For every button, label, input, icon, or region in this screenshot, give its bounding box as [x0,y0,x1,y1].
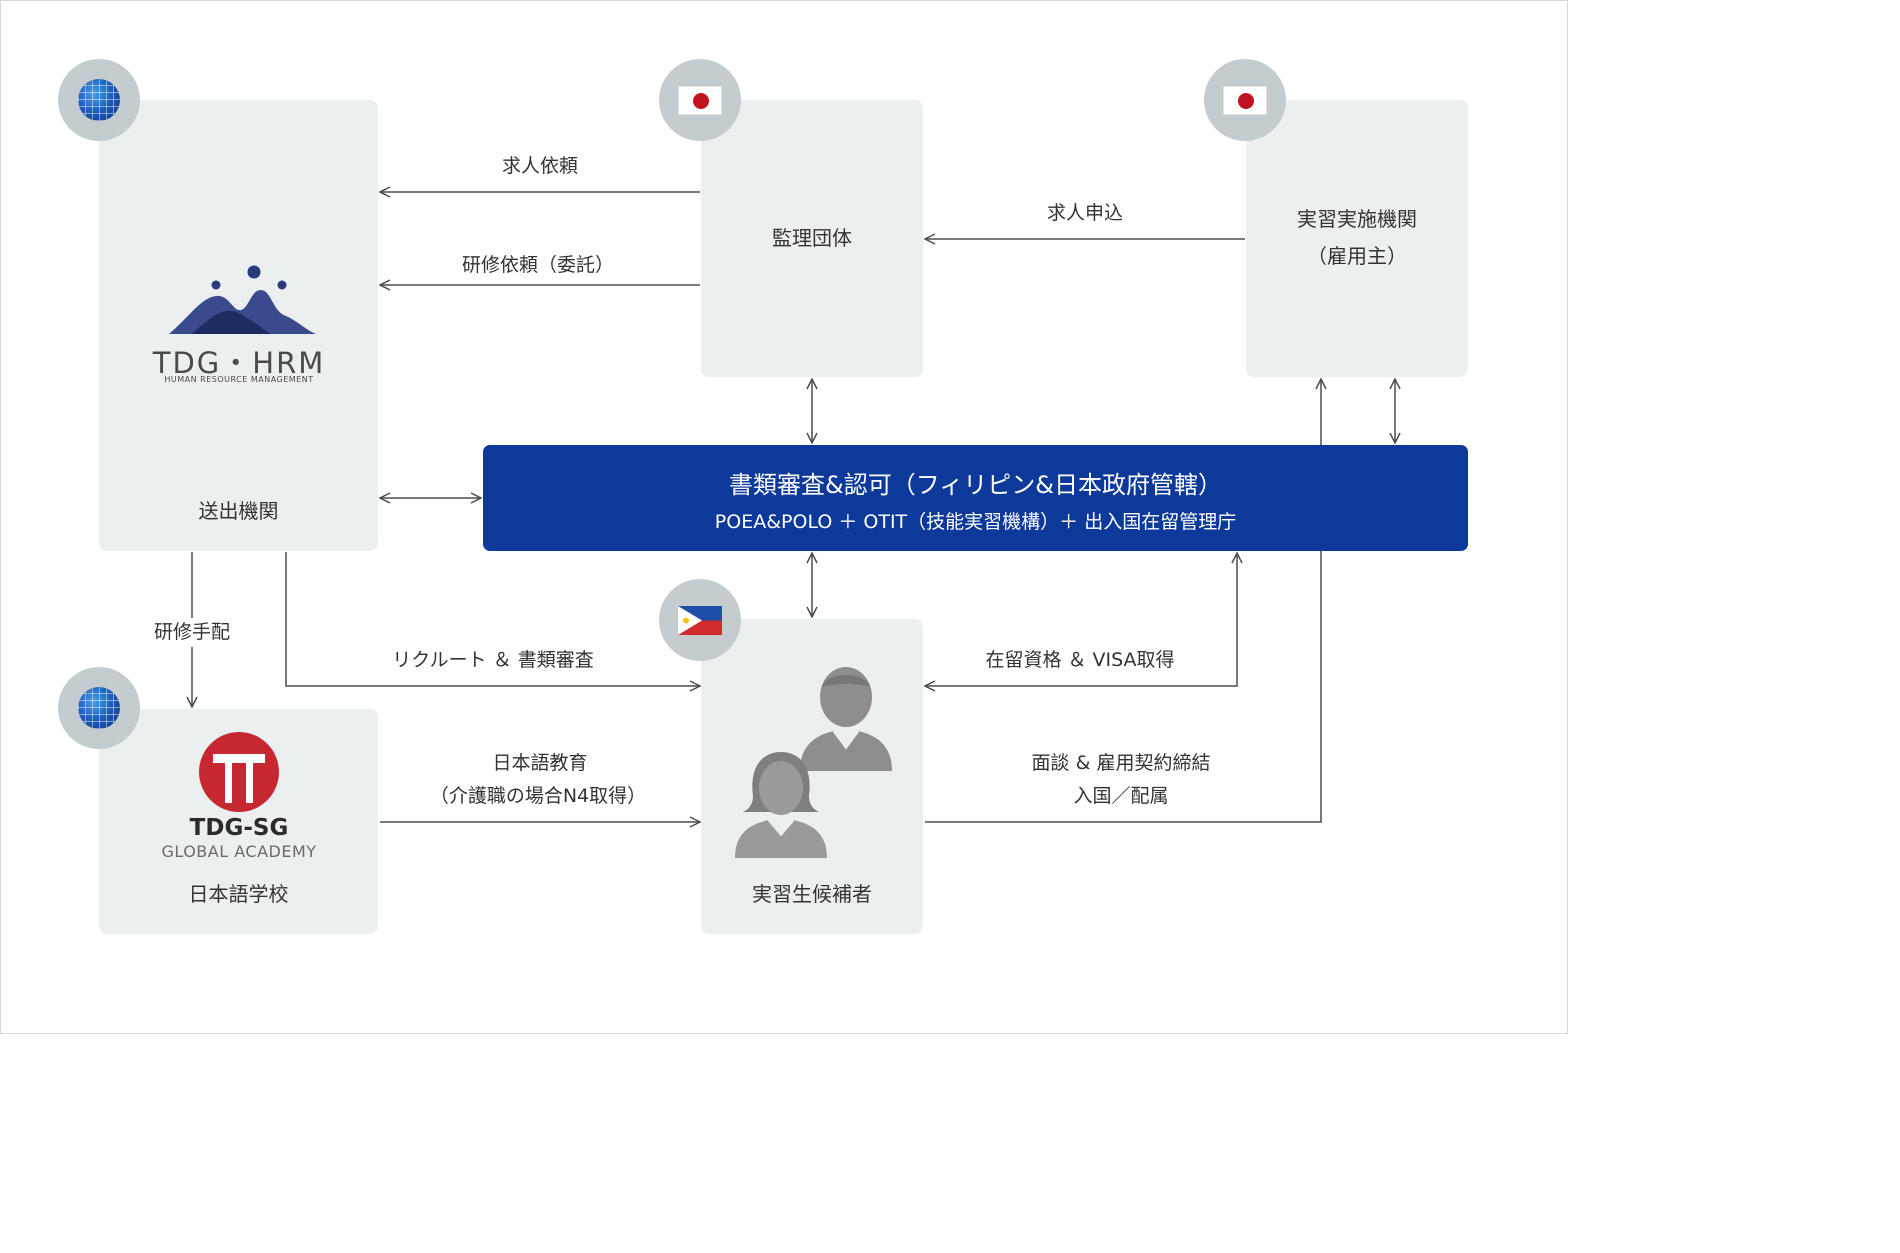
supervising-org-box [701,100,923,377]
employer-label: 実習実施機関 [1297,207,1417,231]
tdg-sg-name: TDG-SG [189,815,289,841]
arrow-recruit-screening [285,552,700,686]
edge-label-job-request: 求人依頼 [501,155,579,177]
edge-label-japanese-education-note: （介護職の場合N4取得） [429,785,647,807]
edge-label-entry-assignment: 入国／配属 [1073,785,1169,807]
edge-label-residence-visa: 在留資格 ＆ VISA取得 [985,649,1175,671]
globe-icon [78,687,120,729]
candidates-label: 実習生候補者 [752,882,872,906]
edge-label-job-application: 求人申込 [1046,202,1124,224]
language-school-label: 日本語学校 [188,882,289,906]
supervising-org-label: 監理団体 [772,226,852,250]
edge-label-training-arrangement: 研修手配 [153,618,231,647]
edge-label-interview-contract: 面談 & 雇用契約締結 [1031,752,1211,774]
arrow-residence-visa [925,553,1237,686]
government-bar-subtitle: POEA&POLO ＋ OTIT（技能実習機構）＋ 出入国在留管理庁 [714,511,1237,533]
edge-label-recruit-screening: リクルート ＆ 書類審査 [392,649,594,671]
tdg-hrm-name: TDG・HRM [152,346,326,380]
tdg-hrm-tagline: HUMAN RESOURCE MANAGEMENT [164,375,314,384]
globe-badge [58,59,140,141]
government-bar-title: 書類審査&認可（フィリピン&日本政府管轄） [729,471,1222,499]
tdg-sg-logo-mark [199,732,279,812]
edge-label-training-request: 研修依頼（委託） [461,254,615,276]
employer-sublabel: （雇用主） [1307,244,1407,268]
globe-icon [78,79,120,121]
japan-badge-supervising [659,59,741,141]
philippines-badge [659,579,741,661]
japan-badge-employer [1204,59,1286,141]
candidates-box [701,619,923,934]
edge-label-japanese-education: 日本語教育 [492,752,588,774]
person-icon [735,752,827,858]
japan-flag-icon [1223,86,1267,115]
sending-org-label: 送出機関 [198,499,279,523]
philippines-flag-icon [678,606,722,635]
diagram-frame [0,0,1568,1034]
japan-flag-icon [678,86,722,115]
tdg-sg-tagline: GLOBAL ACADEMY [161,842,317,861]
tdg-hrm-logo-mark [169,265,316,334]
globe-badge [58,667,140,749]
person-icon [800,667,892,771]
employer-box [1246,100,1468,377]
government-review-bar: 書類審査&認可（フィリピン&日本政府管轄） POEA&POLO ＋ OTIT（技… [483,445,1468,551]
